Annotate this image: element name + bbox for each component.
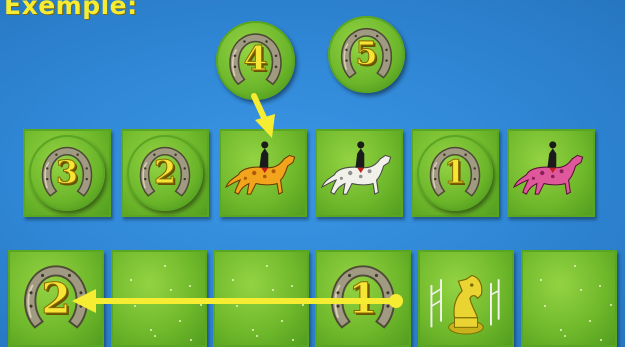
- track-tile-horseshoe-1[interactable]: 1: [411, 129, 499, 217]
- track-tile-horse-white[interactable]: [315, 129, 403, 217]
- tile-number: 2: [8, 274, 104, 323]
- track-tile-empty[interactable]: [213, 250, 309, 347]
- token-number: 5: [328, 34, 405, 72]
- horseshoe-token-1: 1: [417, 135, 493, 211]
- horseshoe-token-2: 2: [127, 135, 203, 211]
- horseshoe-token-5[interactable]: 5: [328, 16, 405, 93]
- example-heading: Exemple:: [4, 0, 138, 20]
- tile-number: 1: [315, 274, 411, 323]
- track-tile-horseshoe-2-bottom[interactable]: 2: [8, 250, 104, 347]
- token-number: 3: [29, 153, 105, 191]
- horse-rider-icon: [507, 129, 595, 217]
- pawn-head: [454, 275, 482, 317]
- horse-rider-icon: [315, 129, 403, 217]
- track-tile-horseshoe-1-bottom[interactable]: 1: [315, 250, 411, 347]
- horseshoe-token-3: 3: [29, 135, 105, 211]
- track-tile-horseshoe-3[interactable]: 3: [23, 129, 111, 217]
- pawn-jump-icon: [418, 250, 514, 347]
- track-tile-horse-pink[interactable]: [507, 129, 595, 217]
- horse-rider-icon: [219, 129, 307, 217]
- track-tile-empty[interactable]: [521, 250, 617, 347]
- track-tile-empty[interactable]: [111, 250, 207, 347]
- token-number: 4: [216, 39, 295, 79]
- track-tile-jump-pawn[interactable]: [418, 250, 514, 347]
- track-tile-horse-orange[interactable]: [219, 129, 307, 217]
- token-number: 2: [127, 153, 203, 191]
- token-number: 1: [417, 153, 493, 191]
- horseshoe-token-4[interactable]: 4: [216, 21, 295, 100]
- track-tile-horseshoe-2[interactable]: 2: [121, 129, 209, 217]
